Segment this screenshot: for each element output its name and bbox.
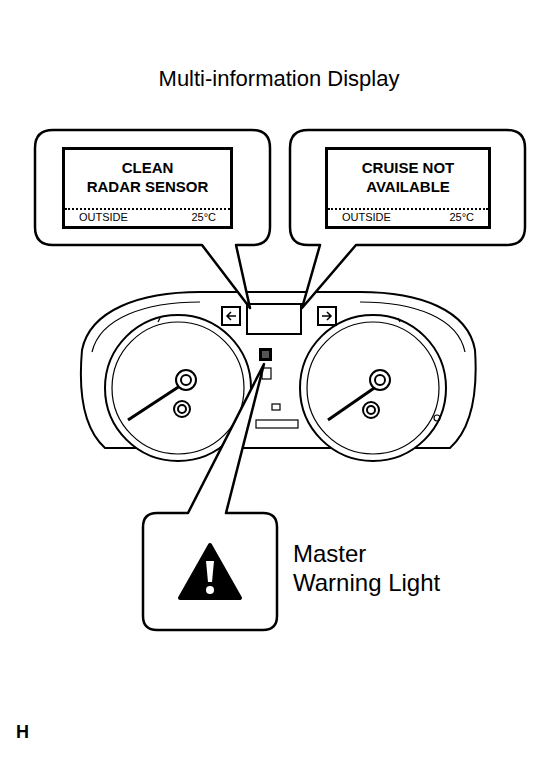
warning-icon	[180, 545, 240, 598]
turn-indicator	[222, 307, 240, 325]
display-screen: CLEAN RADAR SENSOR OUTSIDE 25°C	[62, 147, 233, 229]
right-gauge	[300, 315, 446, 461]
diagram-title: Multi-information Display	[0, 66, 558, 92]
master-warning-lamp	[259, 348, 272, 361]
callout-box: Master Warning Light	[143, 513, 277, 630]
temperature-value: 25°C	[449, 211, 474, 224]
display-message: CRUISE NOT AVAILABLE	[362, 159, 455, 195]
temperature-value: 25°C	[191, 211, 216, 224]
callout-bubble	[290, 130, 525, 308]
outside-label: OUTSIDE	[342, 211, 391, 224]
callout-bubble	[143, 364, 277, 630]
display-window	[247, 304, 301, 334]
callout-label: Master Warning Light	[293, 539, 458, 597]
turn-indicator	[318, 307, 336, 325]
display-screen: CRUISE NOT AVAILABLE OUTSIDE 25°C	[325, 147, 491, 229]
figure-code: H	[16, 722, 29, 743]
callout-bubble	[35, 130, 270, 308]
display-message: CLEAN RADAR SENSOR	[87, 159, 209, 195]
outside-label: OUTSIDE	[79, 211, 128, 224]
